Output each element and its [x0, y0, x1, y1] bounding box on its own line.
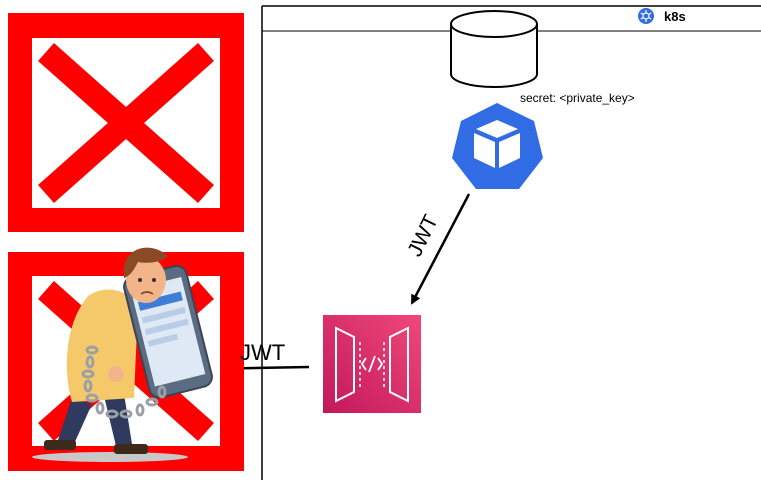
k8s-cluster-label: k8s	[664, 9, 686, 24]
kubernetes-icon	[452, 103, 543, 189]
database-icon	[450, 10, 538, 88]
secret-label: secret: <private_key>	[520, 91, 635, 105]
api-gateway-icon	[323, 315, 421, 413]
person-chained-to-phone-icon	[32, 247, 213, 462]
jwt-forward-label: JWT	[240, 340, 286, 365]
jwt-issue-arrow	[410, 193, 471, 305]
red-x-icon-top	[8, 13, 244, 232]
k8s-logo-icon	[638, 8, 654, 24]
